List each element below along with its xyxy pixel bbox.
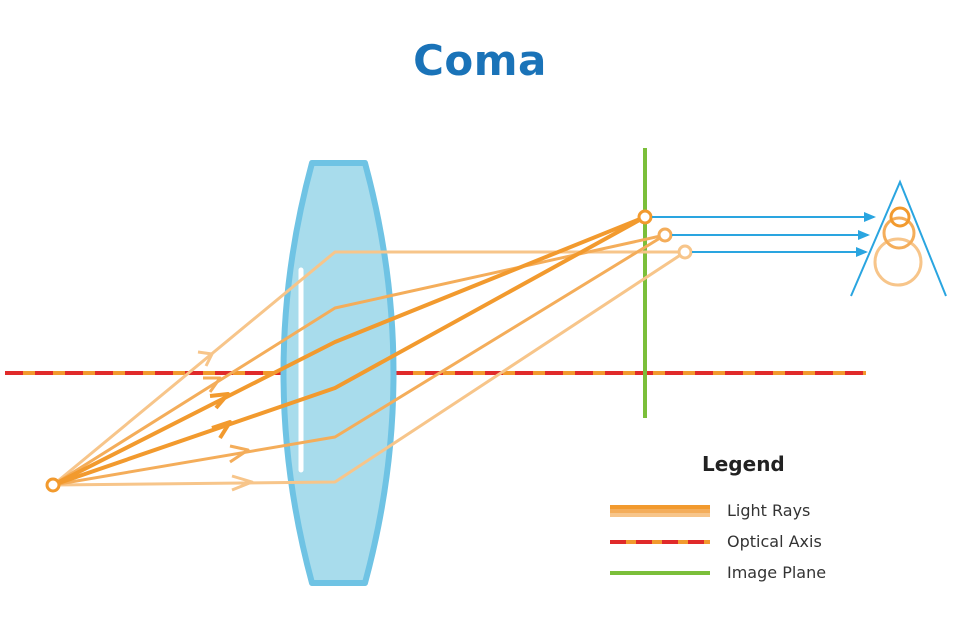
object-point bbox=[45, 477, 61, 493]
legend-label-light-rays: Light Rays bbox=[727, 501, 811, 520]
light-rays-outer bbox=[52, 250, 686, 492]
light-rays-middle bbox=[52, 233, 666, 487]
diagram-title: Coma bbox=[413, 36, 547, 85]
lens bbox=[280, 160, 397, 586]
light-rays-inner bbox=[52, 215, 646, 487]
eye-icon bbox=[850, 179, 947, 297]
legend-label-optical-axis: Optical Axis bbox=[727, 532, 822, 551]
observation-arrows bbox=[652, 212, 876, 257]
legend-title: Legend bbox=[702, 452, 785, 476]
legend-swatch-light-rays bbox=[610, 505, 710, 517]
legend-label-image-plane: Image Plane bbox=[727, 563, 827, 582]
image-points bbox=[637, 209, 693, 260]
